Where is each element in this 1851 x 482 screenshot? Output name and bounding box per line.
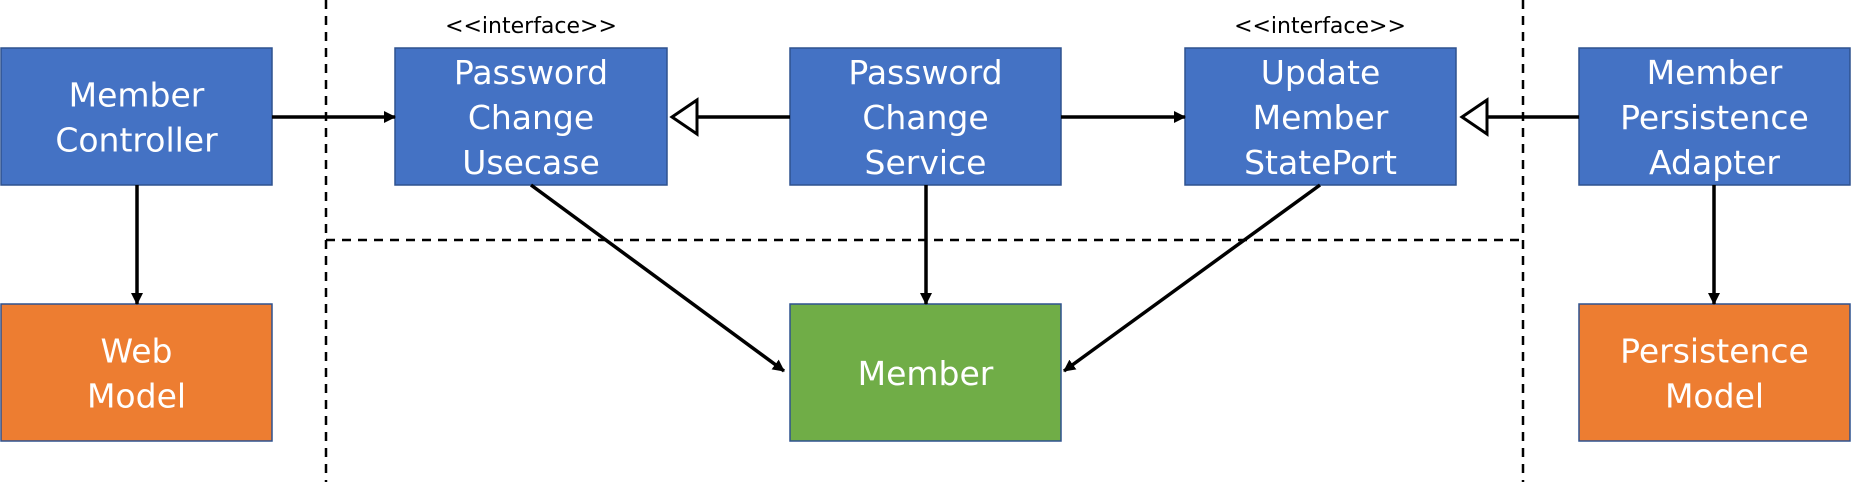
- label-line: Persistence: [1620, 331, 1809, 370]
- label-line: Member: [1647, 53, 1783, 92]
- label-line: Password: [848, 53, 1002, 92]
- label-line: Adapter: [1649, 143, 1780, 182]
- hollow-triangle-head: [669, 97, 699, 137]
- realization-service-implements-usecase: [669, 97, 790, 137]
- label-line: Model: [87, 376, 186, 415]
- label-line: Web: [101, 331, 173, 370]
- member-domain-box: Member: [789, 303, 1062, 442]
- hollow-triangle-head: [1459, 97, 1489, 137]
- label-line: Member: [858, 354, 994, 393]
- label-line: Service: [865, 143, 987, 182]
- label-line: Usecase: [462, 143, 600, 182]
- arrow-usecase-to-member: [529, 183, 786, 373]
- port-stereotype: <<interface>>: [1234, 14, 1406, 39]
- label-line: Member: [1253, 98, 1389, 137]
- label-line: Model: [1665, 376, 1764, 415]
- usecase-stereotype: <<interface>>: [445, 14, 617, 39]
- label-line: Persistence: [1620, 98, 1809, 137]
- label-line: StatePort: [1244, 143, 1397, 182]
- realization-adapter-implements-port: [1459, 97, 1579, 137]
- label-line: Change: [468, 98, 594, 137]
- label-line: Password: [454, 53, 608, 92]
- label-line: Member: [69, 75, 205, 114]
- label-line: Controller: [55, 120, 218, 159]
- label-line: Update: [1261, 53, 1381, 92]
- arrow-port-to-member: [1062, 183, 1322, 373]
- label-line: Change: [862, 98, 988, 137]
- member-label: Member: [858, 354, 994, 393]
